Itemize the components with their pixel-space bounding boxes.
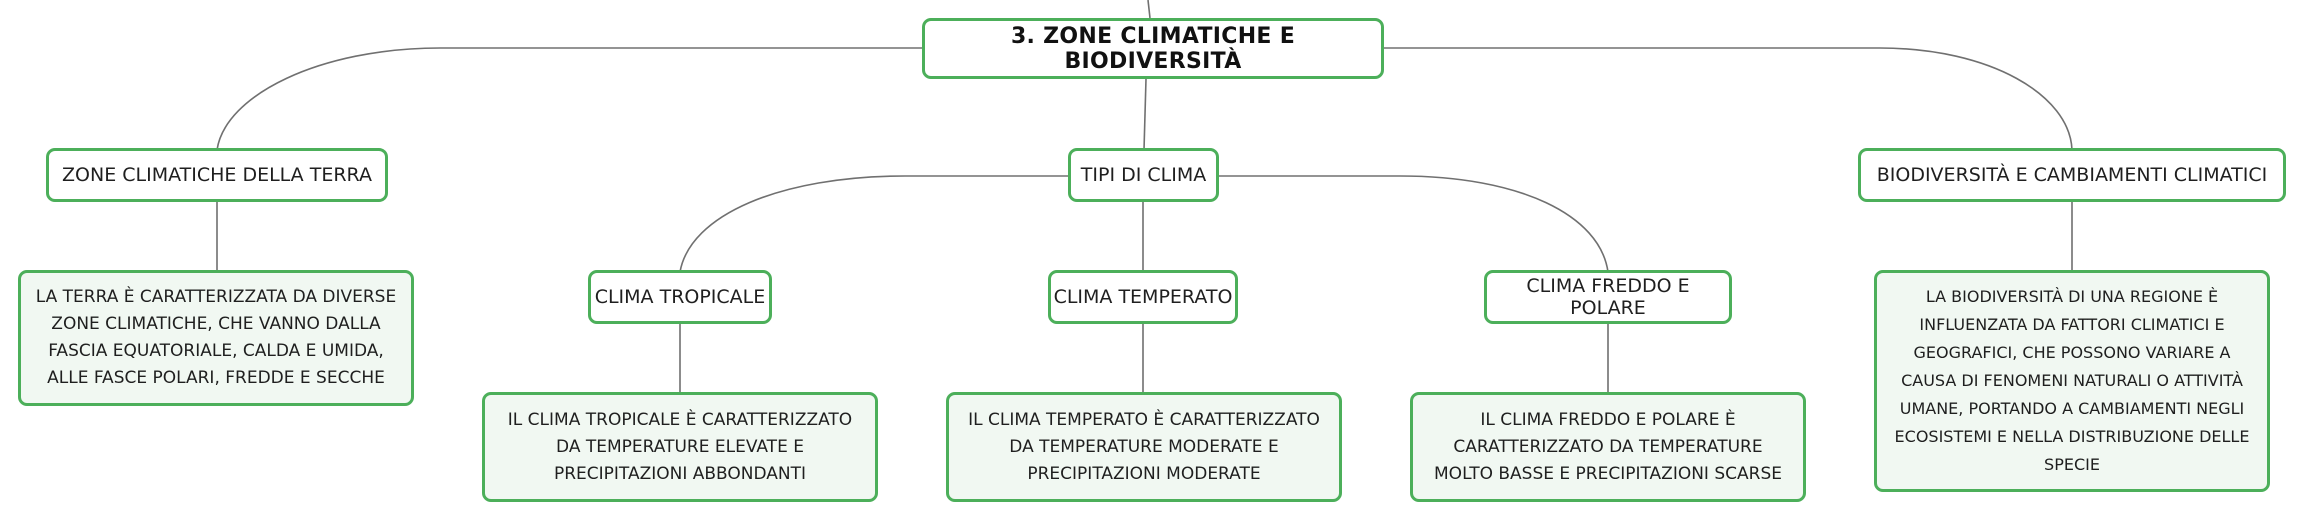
desc-clima-temperato[interactable]: IL CLIMA TEMPERATO È CARATTERIZZATO DA T…: [946, 392, 1342, 502]
topic-tipi-di-clima-label: TIPI DI CLIMA: [1080, 164, 1207, 186]
desc-clima-tropicale[interactable]: IL CLIMA TROPICALE È CARATTERIZZATO DA T…: [482, 392, 878, 502]
connector-tipi-tropicale: [679, 175, 1068, 273]
topic-clima-tropicale[interactable]: CLIMA TROPICALE: [588, 270, 772, 324]
topic-tipi-di-clima[interactable]: TIPI DI CLIMA: [1068, 148, 1219, 202]
desc-biodiversita-cambiamenti[interactable]: LA BIODIVERSITÀ DI UNA REGIONE È INFLUEN…: [1874, 270, 2270, 492]
topic-clima-freddo-polare[interactable]: CLIMA FREDDO E POLARE: [1484, 270, 1732, 324]
root-topic[interactable]: 3. ZONE CLIMATICHE E BIODIVERSITÀ: [922, 18, 1384, 79]
root-topic-label: 3. ZONE CLIMATICHE E BIODIVERSITÀ: [1010, 23, 1296, 74]
connector-root-biodiversita: [1384, 47, 2073, 151]
topic-biodiversita-cambiamenti[interactable]: BIODIVERSITÀ E CAMBIAMENTI CLIMATICI: [1858, 148, 2286, 202]
connector-root-zone-terra: [216, 47, 922, 151]
desc-clima-tropicale-text: IL CLIMA TROPICALE È CARATTERIZZATO DA T…: [507, 409, 853, 484]
topic-clima-temperato-label: CLIMA TEMPERATO: [1053, 286, 1233, 308]
desc-zone-climatiche-terra-text: LA TERRA È CARATTERIZZATA DA DIVERSE ZON…: [35, 287, 397, 388]
desc-clima-freddo-polare[interactable]: IL CLIMA FREDDO E POLARE È CARATTERIZZAT…: [1410, 392, 1806, 502]
topic-clima-tropicale-label: CLIMA TROPICALE: [594, 286, 766, 308]
connector-root-top: [1147, 0, 1151, 19]
desc-zone-climatiche-terra[interactable]: LA TERRA È CARATTERIZZATA DA DIVERSE ZON…: [18, 270, 414, 406]
topic-clima-temperato[interactable]: CLIMA TEMPERATO: [1048, 270, 1238, 324]
desc-clima-freddo-polare-text: IL CLIMA FREDDO E POLARE È CARATTERIZZAT…: [1434, 409, 1782, 484]
topic-zone-climatiche-terra[interactable]: ZONE CLIMATICHE DELLA TERRA: [46, 148, 388, 202]
desc-biodiversita-cambiamenti-text: LA BIODIVERSITÀ DI UNA REGIONE È INFLUEN…: [1894, 287, 2250, 474]
topic-biodiversita-cambiamenti-label: BIODIVERSITÀ E CAMBIAMENTI CLIMATICI: [1876, 164, 2268, 186]
connector-tipi-freddo: [1219, 175, 1609, 273]
topic-clima-freddo-polare-label: CLIMA FREDDO E POLARE: [1526, 275, 1690, 319]
connector-root-tipi-clima: [1143, 78, 1147, 151]
topic-zone-climatiche-terra-label: ZONE CLIMATICHE DELLA TERRA: [62, 164, 372, 186]
desc-clima-temperato-text: IL CLIMA TEMPERATO È CARATTERIZZATO DA T…: [968, 409, 1320, 484]
